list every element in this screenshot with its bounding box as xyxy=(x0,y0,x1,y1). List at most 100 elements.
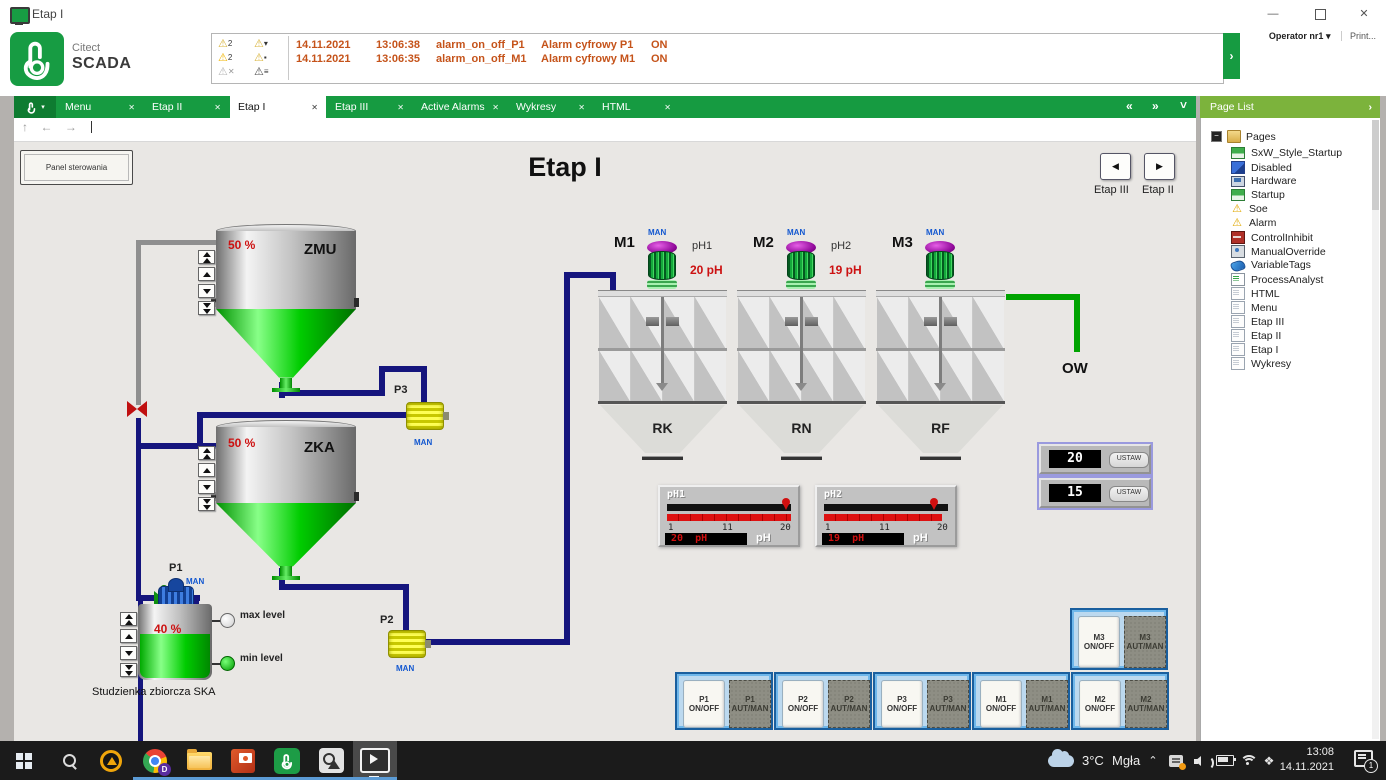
nav-forward-button[interactable]: → xyxy=(64,120,77,134)
tree-root-pages[interactable]: − Pages xyxy=(1211,130,1276,143)
alarm-row[interactable]: 14.11.2021 13:06:38 alarm_on_off_P1 Alar… xyxy=(296,39,681,51)
weather-cloud-icon[interactable] xyxy=(1046,741,1076,780)
tab-active-alarms[interactable]: Active Alarms✕ xyxy=(413,96,507,118)
page-item-soe[interactable]: ⚠Soe xyxy=(1231,203,1268,215)
page-item-controlinhibit[interactable]: ControlInhibit xyxy=(1231,231,1313,244)
tray-chevron-icon[interactable]: ⌃ xyxy=(1148,755,1158,767)
page-item-manualoverride[interactable]: ManualOverride xyxy=(1231,245,1326,258)
collapse-arrow-icon[interactable]: › xyxy=(1368,101,1373,113)
mixer-motor-m1[interactable] xyxy=(645,241,679,291)
m2-automan-button[interactable]: M2 AUT/MAN xyxy=(1125,680,1167,728)
spin-up-button[interactable] xyxy=(120,629,137,643)
volume-icon[interactable] xyxy=(1191,741,1214,780)
taskbar-app-chrome[interactable]: D xyxy=(133,741,177,780)
page-item-variabletags[interactable]: VariableTags xyxy=(1229,259,1311,273)
tree-expand-icon[interactable]: − xyxy=(1211,131,1222,142)
tray-app-icon[interactable] xyxy=(1166,741,1186,780)
page-item-disabled[interactable]: Disabled xyxy=(1231,161,1292,174)
page-item-startup[interactable]: Startup xyxy=(1231,189,1285,201)
taskbar-app-citect-studio[interactable] xyxy=(309,741,353,780)
spin-down-button[interactable] xyxy=(198,284,215,298)
dropbox-icon[interactable]: ❖ xyxy=(1263,753,1275,768)
p2-automan-button[interactable]: P2 AUT/MAN xyxy=(828,680,870,728)
alarm-filter-menu[interactable]: ⚠▾ xyxy=(254,37,288,51)
mixer-motor-m2[interactable] xyxy=(784,241,818,291)
pump-p3[interactable] xyxy=(406,402,449,430)
alarm-row[interactable]: 14.11.2021 13:06:35 alarm_on_off_M1 Alar… xyxy=(296,53,681,65)
page-item-sxw-style-startup[interactable]: SxW_Style_Startup xyxy=(1231,147,1342,159)
wifi-icon[interactable] xyxy=(1238,741,1258,780)
setpoint-1-ustaw-button[interactable]: USTAW xyxy=(1109,452,1149,468)
m3-onoff-button[interactable]: M3 ON/OFF xyxy=(1078,616,1120,668)
tab-scroll-right-icon[interactable]: » xyxy=(1152,99,1159,113)
nav-etap-3-button[interactable]: ◀ xyxy=(1100,153,1131,180)
taskbar-clock[interactable]: 13:08 14.11.2021 xyxy=(1280,745,1334,775)
home-hand-button[interactable]: ▾ xyxy=(14,96,56,118)
weather-description[interactable]: Mgła xyxy=(1112,753,1141,768)
spin-down-fast-button[interactable] xyxy=(198,497,215,511)
m1-onoff-button[interactable]: M1 ON/OFF xyxy=(980,680,1022,728)
page-item-alarm[interactable]: ⚠Alarm xyxy=(1231,217,1276,229)
alarm-banner-expand-button[interactable]: › xyxy=(1223,33,1240,79)
maximize-button[interactable] xyxy=(1298,0,1342,28)
alarm-shelved[interactable]: ⚠▪ xyxy=(254,51,288,65)
m3-automan-button[interactable]: M3 AUT/MAN xyxy=(1124,616,1166,668)
nav-etap-2-button[interactable]: ▶ xyxy=(1144,153,1175,180)
tab-close-icon[interactable]: ✕ xyxy=(214,102,221,112)
spin-up-fast-button[interactable] xyxy=(198,250,215,264)
spin-down-fast-button[interactable] xyxy=(198,301,215,315)
page-item-etap-3[interactable]: Etap III xyxy=(1231,315,1284,328)
alarm-summary-active[interactable]: ⚠2 xyxy=(218,51,252,65)
panel-sterowania-button[interactable]: Panel sterowania xyxy=(20,150,133,185)
spin-up-fast-button[interactable] xyxy=(120,612,137,626)
page-item-menu[interactable]: Menu xyxy=(1231,301,1277,314)
start-button[interactable] xyxy=(2,741,46,780)
print-button[interactable]: Print... xyxy=(1340,31,1376,41)
taskbar-app-citect-viewer-active[interactable] xyxy=(353,741,397,780)
page-list-header[interactable]: Page List › xyxy=(1200,96,1380,118)
taskbar-app-explorer[interactable] xyxy=(177,741,221,780)
close-button[interactable]: ✕ xyxy=(1359,8,1369,20)
notification-center-button[interactable]: 1 xyxy=(1354,749,1378,773)
spin-up-button[interactable] xyxy=(198,267,215,281)
sidebar-scrollbar[interactable] xyxy=(1372,120,1379,739)
spin-down-button[interactable] xyxy=(120,646,137,660)
m2-onoff-button[interactable]: M2 ON/OFF xyxy=(1079,680,1121,728)
tab-close-icon[interactable]: ✕ xyxy=(492,102,499,112)
setpoint-2-value[interactable]: 15 xyxy=(1049,484,1101,502)
m1-automan-button[interactable]: M1 AUT/MAN xyxy=(1026,680,1068,728)
page-item-hardware[interactable]: Hardware xyxy=(1231,175,1297,187)
taskbar-app-antivirus[interactable] xyxy=(89,741,133,780)
tab-wykresy[interactable]: Wykresy✕ xyxy=(508,96,593,118)
page-item-html[interactable]: HTML xyxy=(1231,287,1280,300)
taskbar-app-powerpoint[interactable] xyxy=(221,741,265,780)
p3-onoff-button[interactable]: P3 ON/OFF xyxy=(881,680,923,728)
spin-up-button[interactable] xyxy=(198,463,215,477)
search-button[interactable] xyxy=(48,741,92,780)
page-item-etap-2[interactable]: Etap II xyxy=(1231,329,1281,342)
tab-close-icon[interactable]: ✕ xyxy=(664,102,671,112)
tab-etap-2[interactable]: Etap II✕ xyxy=(144,96,229,118)
operator-menu[interactable]: Operator nr1 ▾ Print... xyxy=(1269,31,1376,42)
tab-close-icon[interactable]: ✕ xyxy=(397,102,404,112)
page-item-processanalyst[interactable]: ProcessAnalyst xyxy=(1231,273,1323,286)
tab-close-icon[interactable]: ✕ xyxy=(128,102,135,112)
page-item-wykresy[interactable]: Wykresy xyxy=(1231,357,1291,370)
spin-down-button[interactable] xyxy=(198,480,215,494)
tab-etap-3[interactable]: Etap III✕ xyxy=(327,96,412,118)
tab-list-dropdown-icon[interactable]: ˅ xyxy=(1180,98,1188,112)
alarm-list-view[interactable]: ⚠≡ xyxy=(254,65,288,79)
page-item-etap-1[interactable]: Etap I xyxy=(1231,343,1278,356)
p1-onoff-button[interactable]: P1 ON/OFF xyxy=(683,680,725,728)
tab-menu[interactable]: Menu✕ xyxy=(57,96,143,118)
sidebar-scrollbar-thumb[interactable] xyxy=(1372,120,1379,210)
p3-automan-button[interactable]: P3 AUT/MAN xyxy=(927,680,969,728)
spin-up-fast-button[interactable] xyxy=(198,446,215,460)
taskbar-app-citect-runtime[interactable] xyxy=(265,741,309,780)
p1-automan-button[interactable]: P1 AUT/MAN xyxy=(729,680,771,728)
tab-close-icon[interactable]: ✕ xyxy=(578,102,585,112)
tab-etap-1[interactable]: Etap I✕ xyxy=(230,96,326,118)
alarm-summary-unack[interactable]: ⚠2 xyxy=(218,37,252,51)
setpoint-1-value[interactable]: 20 xyxy=(1049,450,1101,468)
alarm-summary-disabled[interactable]: ⚠✕ xyxy=(218,65,252,79)
